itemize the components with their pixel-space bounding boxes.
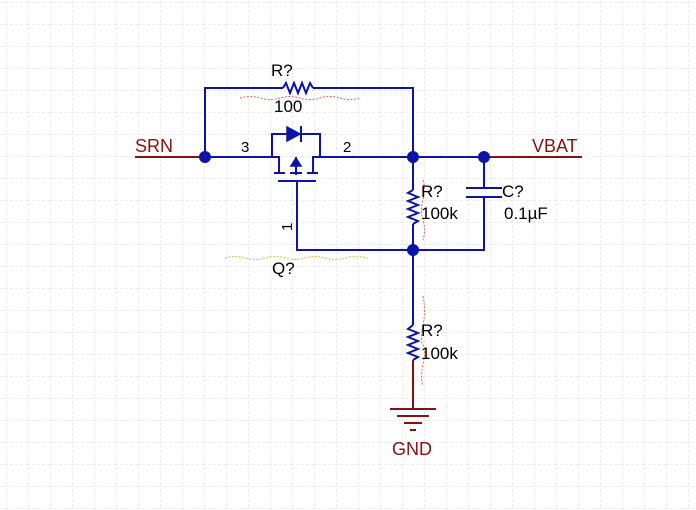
mosfet-drain-lead [312,156,320,172]
resistor-top[interactable] [239,80,361,100]
resistor-bottom-symbol [405,324,421,361]
junctions [199,151,490,256]
mosfet-body-diode-right [301,133,321,157]
capacitor-designator: C? [502,182,524,201]
diode-triangle-icon [286,125,302,143]
resistor-bottom-designator: R? [421,321,443,340]
mosfet-underline [224,256,369,260]
ground-icon[interactable] [390,408,436,431]
resistor-mid-symbol [405,189,421,225]
resistor-mid-value: 100k [421,204,458,223]
wires [135,87,582,408]
mosfet-body-diode-left [271,133,287,157]
junction-drain [407,151,419,163]
net-label-srn[interactable]: SRN [135,136,173,156]
resistor-top-symbol [282,80,314,96]
mosfet-source-lead [272,156,280,172]
resistor-mid-underline [421,179,425,241]
wire-top-left[interactable] [204,87,283,157]
capacitor[interactable] [466,187,502,198]
junction-vbat [478,151,490,163]
mosfet-pin-drain: 2 [343,139,351,156]
mosfet-pin-gate: 1 [279,223,296,231]
mosfet-q[interactable] [224,125,369,260]
wire-gate[interactable] [296,212,413,251]
mosfet-arrow-icon [289,156,303,167]
junction-gate-node [407,244,419,256]
resistor-top-underline [239,96,361,100]
wire-cap-bottom[interactable] [413,197,485,251]
net-label-vbat[interactable]: VBAT [532,136,578,156]
mosfet-designator: Q? [272,259,295,278]
resistor-mid-designator: R? [421,182,443,201]
net-label-gnd[interactable]: GND [392,439,432,459]
resistor-top-designator: R? [271,61,293,80]
resistor-mid[interactable] [405,179,425,241]
wire-top-right[interactable] [313,87,414,157]
resistor-top-value: 100 [274,97,302,116]
mosfet-pin-source: 3 [241,139,249,156]
junction-srn [199,151,211,163]
resistor-bottom-underline [421,295,425,386]
capacitor-value: 0.1µF [504,204,548,223]
resistor-bottom-value: 100k [421,344,458,363]
resistor-bottom[interactable] [405,295,425,386]
